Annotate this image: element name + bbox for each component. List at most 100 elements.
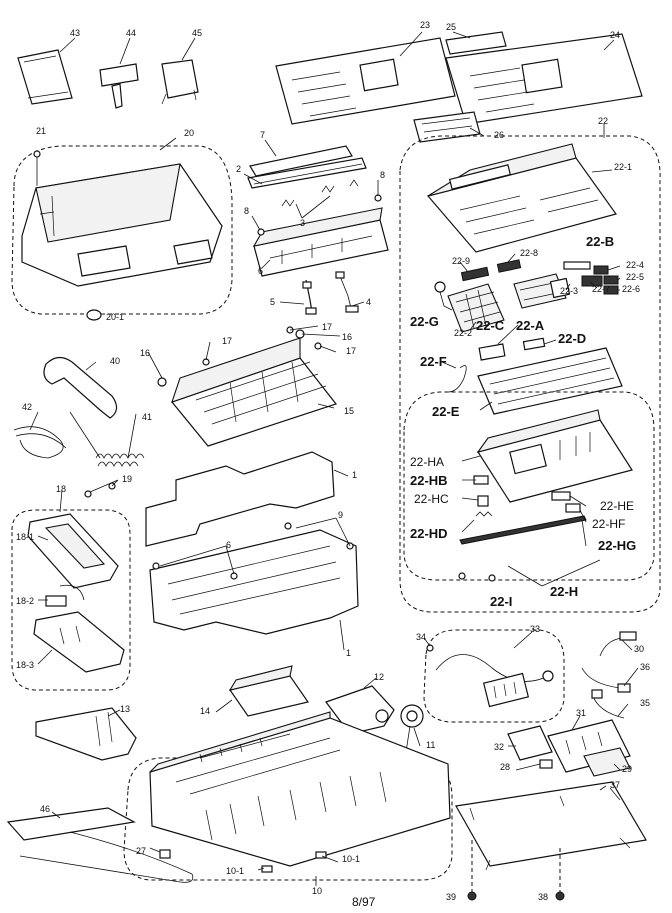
label-13: 13	[120, 704, 130, 714]
part-22-3-key	[549, 277, 571, 299]
part-9-screw-a	[284, 522, 292, 530]
part-21-screw	[33, 150, 41, 158]
part-11-speaker	[400, 704, 424, 753]
label-22-HF: 22-HF	[592, 517, 625, 531]
label-22-1: 22-1	[614, 162, 632, 172]
part-22-HG-bar	[459, 515, 587, 545]
part-26-key-sheet	[413, 111, 481, 143]
label-22-2: 22-2	[454, 328, 472, 338]
part-22-HF-sensor	[565, 503, 581, 513]
label-18: 18	[56, 484, 66, 494]
part-22-5-key	[603, 275, 619, 285]
label-41: 41	[142, 412, 152, 422]
label-11: 11	[426, 740, 435, 750]
label-2: 2	[236, 164, 241, 174]
part-42-line-cord	[13, 426, 67, 459]
label-43: 43	[70, 28, 80, 38]
part-19-screw-a	[84, 490, 92, 498]
part-22-4-key	[593, 265, 609, 275]
part-22-2-rubber-keypad	[447, 283, 505, 333]
label-15: 15	[344, 406, 354, 416]
label-32: 32	[494, 742, 504, 752]
label-20: 20	[184, 128, 194, 138]
part-22-HD-spring	[475, 511, 493, 517]
label-18-1: 18-1	[16, 532, 34, 542]
part-22-C-lcd	[478, 343, 506, 361]
part-14-tray	[228, 665, 309, 717]
label-19: 19	[122, 474, 132, 484]
label-21: 21	[36, 126, 46, 136]
label-22-6: 22-6	[622, 284, 640, 294]
label-8a: 8	[380, 170, 385, 180]
label-22-E: 22-E	[432, 404, 460, 419]
part-6-screw-a	[152, 562, 160, 570]
label-22-HB: 22-HB	[410, 473, 448, 488]
label-39: 39	[446, 892, 456, 902]
label-22: 22	[598, 116, 608, 126]
label-10-1b: 10-1	[342, 854, 360, 864]
label-17a: 17	[222, 336, 232, 346]
part-7-guide	[249, 145, 353, 177]
part-1-lower-frame	[149, 529, 359, 635]
label-6a: 6	[258, 266, 263, 276]
part-22-HB-clip	[473, 475, 489, 485]
label-20-1: 20-1	[106, 312, 124, 322]
label-22-F: 22-F	[420, 354, 447, 369]
label-5: 5	[270, 297, 275, 307]
part-22-E-panel-pcb	[477, 347, 623, 415]
label-36: 36	[640, 662, 650, 672]
label-33: 33	[530, 624, 540, 634]
label-22-H: 22-H	[550, 584, 578, 599]
label-10-1a: 10-1	[226, 866, 244, 876]
label-17b: 17	[322, 322, 332, 332]
label-18-2: 18-2	[16, 596, 34, 606]
footer-date-code: 8/97	[352, 895, 376, 909]
label-23: 23	[420, 20, 430, 30]
part-20-top-cover	[21, 163, 223, 287]
label-10: 10	[312, 886, 322, 896]
part-45-cover-flap	[161, 59, 199, 105]
part-22-G-lcd-cable	[434, 281, 453, 311]
group-outline-18	[11, 509, 131, 691]
part-22-I-screw-b	[488, 574, 496, 582]
label-22-5: 22-5	[626, 272, 644, 282]
part-22-I-screw-a	[458, 572, 466, 580]
label-8b: 8	[244, 206, 249, 216]
callout-labels: 43 44 45 23 25 24 21 20 20-1 7 2 8 8 3 6…	[16, 20, 650, 902]
group-outline-22	[399, 135, 661, 613]
part-38-screw	[555, 891, 565, 901]
label-16a: 16	[140, 348, 150, 358]
part-20-1-spring	[86, 309, 102, 321]
label-22-B: 22-B	[586, 234, 614, 249]
label-22-I: 22-I	[490, 594, 512, 609]
part-13-lever-bracket	[35, 707, 137, 761]
part-8-screw-left	[257, 228, 265, 236]
part-39-screw	[467, 891, 477, 901]
part-22-B-keys	[563, 261, 591, 270]
part-23-operation-panel-label	[275, 37, 456, 125]
part-5-cable	[302, 279, 317, 315]
label-45: 45	[192, 28, 202, 38]
label-38: 38	[538, 892, 548, 902]
part-10-1-foot-b	[315, 851, 327, 859]
label-22-A: 22-A	[516, 318, 545, 333]
label-6b: 6	[226, 540, 231, 550]
label-27: 27	[136, 846, 146, 856]
label-22-C: 22-C	[476, 318, 505, 333]
part-40-handset	[43, 356, 118, 419]
label-22-9: 22-9	[452, 256, 470, 266]
label-3: 3	[300, 218, 305, 228]
label-12: 12	[374, 672, 384, 682]
part-22-HC-bracket	[477, 495, 489, 507]
label-9: 9	[338, 510, 343, 520]
label-22-G: 22-G	[410, 314, 439, 329]
part-6-frame	[252, 207, 389, 277]
label-40: 40	[110, 356, 120, 366]
part-36-cable	[581, 667, 631, 693]
part-46-paper-stacker	[6, 807, 194, 883]
label-22-HA: 22-HA	[410, 455, 444, 469]
part-43-paper-support-wire	[17, 49, 73, 105]
part-22-HE-sensor	[551, 491, 571, 501]
part-37-bottom-plate	[455, 781, 647, 871]
part-28-clip	[539, 759, 553, 769]
